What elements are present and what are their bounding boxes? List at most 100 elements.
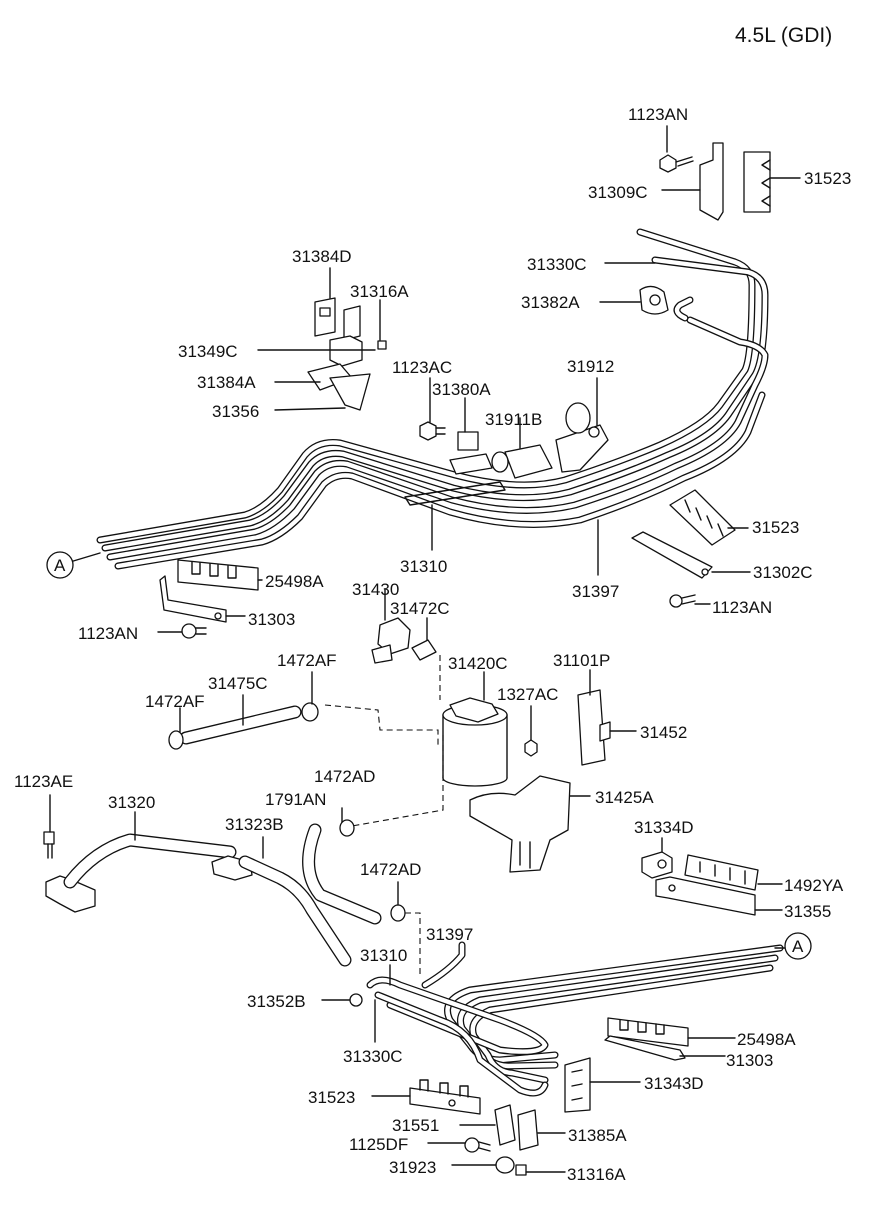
engine-title: 4.5L (GDI)	[735, 24, 832, 47]
label-31352b: 31352B	[247, 992, 306, 1011]
hose-31475c	[168, 671, 319, 750]
label-31420c: 31420C	[448, 654, 508, 673]
label-31310-top: 31310	[400, 557, 447, 576]
label-31523-top: 31523	[804, 169, 851, 188]
clip-31382a	[599, 285, 669, 315]
valve-31430	[371, 589, 411, 664]
clamp-1472ad-mid	[390, 881, 406, 922]
label-31475c: 31475C	[208, 674, 268, 693]
label-31320: 31320	[108, 793, 155, 812]
bracket-31355	[655, 876, 783, 916]
label-1125df: 1125DF	[349, 1135, 408, 1154]
label-31523-mid: 31523	[752, 518, 799, 537]
label-31385a: 31385A	[568, 1126, 627, 1145]
label-1791an: 1791AN	[265, 790, 326, 809]
label-31551: 31551	[392, 1116, 439, 1135]
label-25498a-right: 25498A	[737, 1030, 796, 1049]
clamp-31352b	[321, 993, 363, 1007]
clip-1492ya	[684, 854, 783, 891]
bolt-1123ac	[419, 377, 446, 441]
part-labels: 1123AN 31309C 31523 31330C 31384D 31316A…	[14, 105, 851, 1184]
label-31425a: 31425A	[595, 788, 654, 807]
canister-31420c	[442, 671, 508, 787]
bracket-31349c	[257, 335, 376, 367]
clip-31385a	[517, 1109, 566, 1151]
label-31452: 31452	[640, 723, 687, 742]
label-31303-right: 31303	[726, 1051, 773, 1070]
label-31397-top: 31397	[572, 582, 619, 601]
label-31302c: 31302C	[753, 563, 813, 582]
cover-31101p	[577, 669, 606, 766]
label-31309c: 31309C	[588, 183, 648, 202]
valve-31911b	[491, 417, 553, 479]
tube-31323b	[211, 836, 352, 967]
label-1472af-left: 1472AF	[145, 692, 205, 711]
label-31384a: 31384A	[197, 373, 256, 392]
label-31384d: 31384D	[292, 247, 352, 266]
label-31330c-bot: 31330C	[343, 1047, 403, 1066]
bracket-31912	[555, 377, 609, 473]
label-31330c-top: 31330C	[527, 255, 587, 274]
tube-31320	[45, 811, 237, 913]
svg-text:A: A	[792, 937, 804, 956]
label-31397-bot: 31397	[426, 925, 473, 944]
clip-31334d	[641, 837, 673, 879]
label-31911b: 31911B	[485, 410, 542, 429]
bracket-31551	[459, 1104, 516, 1146]
label-1123ae: 1123AE	[14, 772, 73, 791]
clamp-1472ad-top	[339, 819, 355, 837]
label-31343d: 31343D	[644, 1074, 704, 1093]
bracket-31303-right	[604, 1035, 726, 1061]
label-31430: 31430	[352, 580, 399, 599]
grommet-31316a-bot	[515, 1164, 566, 1176]
main-fuel-tubes-lower	[366, 941, 789, 1097]
label-1472ad-mid: 1472AD	[360, 860, 421, 879]
label-1327ac: 1327AC	[497, 685, 558, 704]
bolt-1327ac	[524, 705, 538, 757]
label-31523-bot: 31523	[308, 1088, 355, 1107]
ref-marker-a-upper: A	[46, 551, 74, 579]
clip-25498a-right	[607, 1017, 736, 1047]
valve-31380a	[449, 397, 493, 475]
label-31912: 31912	[567, 357, 614, 376]
label-31355: 31355	[784, 902, 831, 921]
label-31316a-top: 31316A	[350, 282, 409, 301]
clip-31523-top	[743, 151, 801, 213]
bolt-1125df	[427, 1137, 491, 1153]
bolt-1123an-left	[157, 623, 207, 639]
bolt-1123an-mid	[669, 594, 711, 608]
bolt-1123an-top	[659, 125, 694, 173]
label-1472ad-top: 1472AD	[314, 767, 375, 786]
label-31349c: 31349C	[178, 342, 238, 361]
bracket-31384d	[314, 267, 336, 337]
ref-marker-a-lower: A	[784, 932, 812, 960]
bracket-31356	[274, 373, 371, 411]
label-31316a-bot: 31316A	[567, 1165, 626, 1184]
label-31472c: 31472C	[390, 599, 450, 618]
bracket-31425a	[469, 775, 591, 873]
label-1123an-mid: 1123AN	[712, 598, 772, 617]
label-31334d: 31334D	[634, 818, 694, 837]
label-1123an-top: 1123AN	[628, 105, 688, 124]
label-25498a-left: 25498A	[265, 572, 324, 591]
svg-text:A: A	[54, 556, 66, 575]
label-31303-left: 31303	[248, 610, 295, 629]
bracket-31309c	[661, 142, 724, 221]
bolt-1123ae	[43, 794, 55, 859]
label-1123ac: 1123AC	[392, 358, 452, 377]
clip-25498a-left	[177, 559, 263, 591]
label-1492ya: 1492YA	[784, 876, 844, 895]
grommet-31923	[451, 1156, 515, 1174]
label-31923: 31923	[389, 1158, 436, 1177]
main-fuel-tubes-upper	[69, 228, 769, 570]
clip-31343d	[564, 1057, 641, 1113]
bracket-31302c	[631, 531, 751, 579]
label-31380a: 31380A	[432, 380, 491, 399]
clip-31523-bot	[371, 1079, 481, 1115]
label-31323b: 31323B	[225, 815, 284, 834]
bracket-31316a-top	[343, 299, 387, 350]
label-31356: 31356	[212, 402, 259, 421]
label-1472af-right: 1472AF	[277, 651, 337, 670]
label-31310-bot: 31310	[360, 946, 407, 965]
